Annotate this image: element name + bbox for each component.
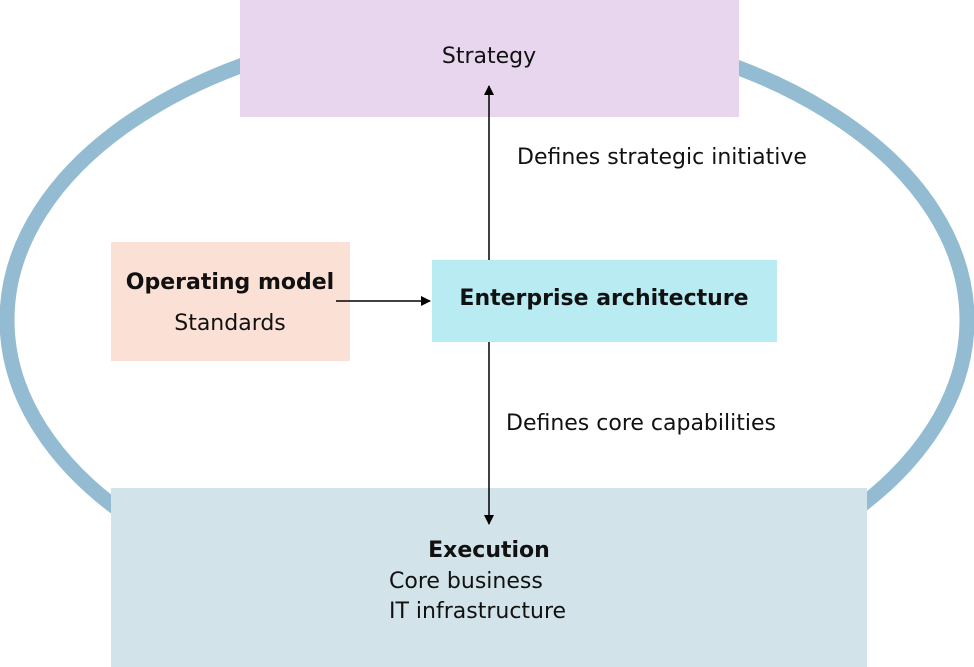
edge-label-core-capabilities: Defines core capabilities <box>506 411 776 436</box>
operating-model-subtitle: Standards <box>174 311 286 336</box>
enterprise-architecture-box <box>432 260 777 342</box>
execution-title: Execution <box>428 538 550 563</box>
operating-model-title: Operating model <box>125 270 335 295</box>
edge-label-strategic-initiative: Defines strategic initiative <box>517 145 807 170</box>
enterprise-architecture-title: Enterprise architecture <box>459 286 749 311</box>
execution-line-core-business: Core business <box>389 569 543 594</box>
operating-model-box <box>111 242 350 361</box>
execution-line-it-infrastructure: IT infrastructure <box>389 599 567 624</box>
strategy-title: Strategy <box>441 44 537 69</box>
